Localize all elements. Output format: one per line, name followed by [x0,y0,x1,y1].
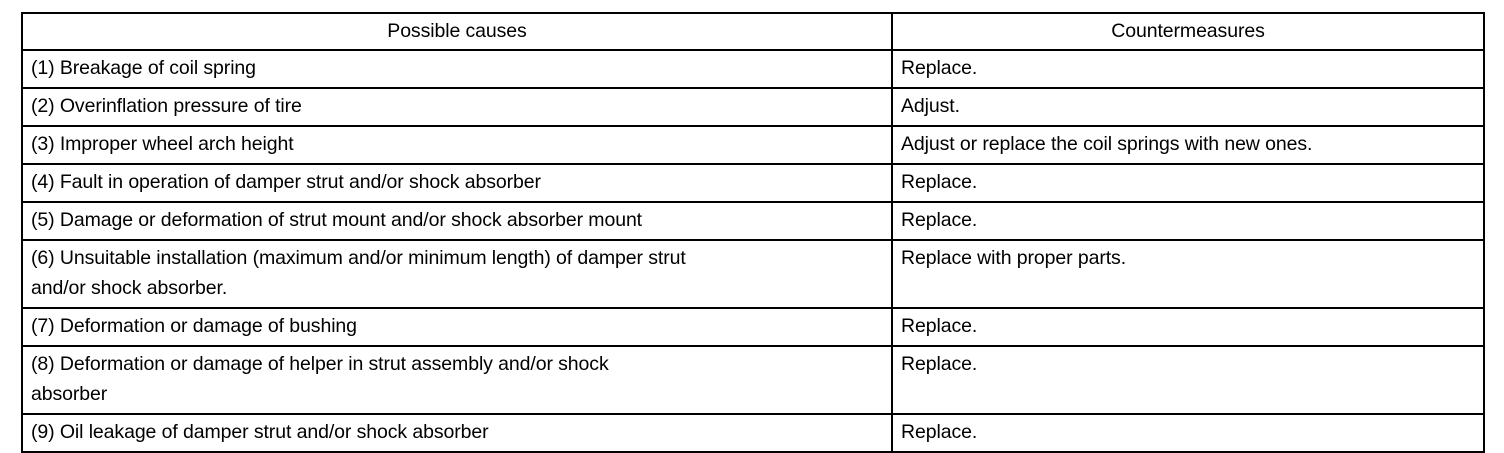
countermeasure-text: Replace. [901,421,978,443]
cell-countermeasure: Replace. [891,345,1485,415]
cell-countermeasure: Replace. [891,413,1485,453]
table-row: (6) Unsuitable installation (maximum and… [21,239,1485,309]
cell-countermeasure: Replace. [891,163,1485,203]
column-header-possible-causes: Possible causes [21,12,893,51]
table-row: (3) Improper wheel arch height Adjust or … [21,125,1485,165]
cell-possible-cause: (6) Unsuitable installation (maximum and… [21,239,893,309]
possible-cause-text: (1) Breakage of coil spring [31,57,256,79]
table-header: Possible causes Countermeasures [21,12,1485,51]
column-header-countermeasures: Countermeasures [891,12,1485,51]
countermeasure-text: Adjust. [901,95,960,117]
table-row: (1) Breakage of coil spring Replace. [21,49,1485,89]
countermeasure-text: Replace. [901,209,978,231]
table-row: (2) Overinflation pressure of tire Adjust… [21,87,1485,127]
cell-countermeasure: Adjust. [891,87,1485,127]
possible-cause-text: (8) Deformation or damage of helper in s… [31,353,609,405]
cell-possible-cause: (1) Breakage of coil spring [21,49,893,89]
possible-cause-text: (2) Overinflation pressure of tire [31,95,302,117]
countermeasure-text: Replace with proper parts. [901,247,1127,269]
countermeasure-text: Replace. [901,315,978,337]
cell-countermeasure: Replace. [891,307,1485,347]
cell-countermeasure: Replace. [891,49,1485,89]
possible-cause-text: (3) Improper wheel arch height [31,133,294,155]
table-row: (8) Deformation or damage of helper in s… [21,345,1485,415]
cell-possible-cause: (3) Improper wheel arch height [21,125,893,165]
countermeasure-text: Replace. [901,171,978,193]
cell-possible-cause: (2) Overinflation pressure of tire [21,87,893,127]
troubleshooting-table: Possible causes Countermeasures (1) Brea… [21,12,1485,453]
cell-countermeasure: Replace with proper parts. [891,239,1485,309]
troubleshooting-table-container: Possible causes Countermeasures (1) Brea… [21,12,1485,453]
table-row: (7) Deformation or damage of bushing Repl… [21,307,1485,347]
cell-possible-cause: (9) Oil leakage of damper strut and/or s… [21,413,893,453]
cell-possible-cause: (5) Damage or deformation of strut mount… [21,201,893,241]
cell-possible-cause: (8) Deformation or damage of helper in s… [21,345,893,415]
table-row: (5) Damage or deformation of strut mount… [21,201,1485,241]
possible-cause-text: (5) Damage or deformation of strut mount… [31,209,643,231]
table-row: (4) Fault in operation of damper strut a… [21,163,1485,203]
possible-cause-text: (9) Oil leakage of damper strut and/or s… [31,421,489,443]
cell-countermeasure: Replace. [891,201,1485,241]
cell-possible-cause: (4) Fault in operation of damper strut a… [21,163,893,203]
table-row: (9) Oil leakage of damper strut and/or s… [21,413,1485,453]
possible-cause-text: (6) Unsuitable installation (maximum and… [31,247,686,299]
table-header-row: Possible causes Countermeasures [21,12,1485,51]
cell-possible-cause: (7) Deformation or damage of bushing [21,307,893,347]
possible-cause-text: (4) Fault in operation of damper strut a… [31,171,541,193]
possible-cause-text: (7) Deformation or damage of bushing [31,315,357,337]
countermeasure-text: Replace. [901,353,978,375]
cell-countermeasure: Adjust or replace the coil springs with … [891,125,1485,165]
countermeasure-text: Replace. [901,57,978,79]
countermeasure-text: Adjust or replace the coil springs with … [901,133,1313,155]
